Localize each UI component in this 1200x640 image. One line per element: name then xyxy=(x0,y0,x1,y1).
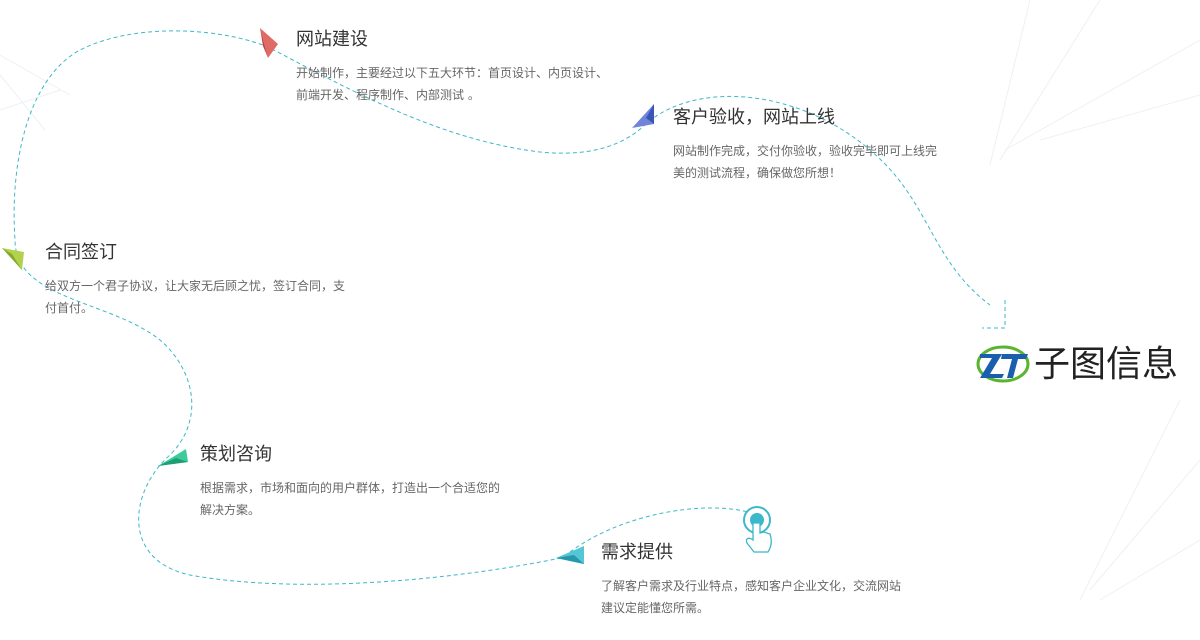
step-description: 网站制作完成，交付你验收，验收完毕即可上线完美的测试流程，确保做您所想！ xyxy=(673,144,938,180)
logo-name: 子图信息 xyxy=(1034,344,1179,385)
step-description: 了解客户需求及行业特点，感知客户企业文化，交流网站建议定能懂您所需。 xyxy=(601,579,902,615)
step-planning: 策划咨询 根据需求，市场和面向的用户群体，打造出一个合适您的解决方案。 xyxy=(200,443,510,521)
touch-hand-icon xyxy=(743,506,772,553)
logo-mark-icon xyxy=(976,345,1030,383)
step-website-build: 网站建设 开始制作，主要经过以下五大环节：首页设计、内页设计、前端开发、程序制作… xyxy=(296,28,616,106)
step-title: 网站建设 xyxy=(296,29,368,50)
company-logo: 子图信息 xyxy=(976,342,1186,390)
flow-path-hand xyxy=(569,507,749,553)
step-description: 根据需求，市场和面向的用户群体，打造出一个合适您的解决方案。 xyxy=(200,481,501,517)
step-demand: 需求提供 了解客户需求及行业特点，感知客户企业文化，交流网站建议定能懂您所需。 xyxy=(601,541,911,619)
flow-path xyxy=(13,30,991,585)
paper-plane-icon xyxy=(158,449,188,466)
step-title: 合同签订 xyxy=(45,242,117,263)
step-title: 客户验收，网站上线 xyxy=(673,107,835,128)
paper-plane-icon xyxy=(260,28,278,58)
step-description: 开始制作，主要经过以下五大环节：首页设计、内页设计、前端开发、程序制作、内部测试… xyxy=(296,66,609,102)
paper-plane-icon xyxy=(2,248,24,270)
step-title: 需求提供 xyxy=(601,542,673,563)
step-description: 给双方一个君子协议，让大家无后顾之忧，签订合同，支付首付。 xyxy=(45,279,346,315)
paper-plane-icon xyxy=(632,104,654,128)
paper-plane-icon xyxy=(556,546,584,564)
step-title: 策划咨询 xyxy=(200,444,272,465)
flow-path-end xyxy=(982,300,1006,329)
background-lines xyxy=(0,0,1200,601)
step-acceptance: 客户验收，网站上线 网站制作完成，交付你验收，验收完毕即可上线完美的测试流程，确… xyxy=(673,106,943,184)
step-contract: 合同签订 给双方一个君子协议，让大家无后顾之忧，签订合同，支付首付。 xyxy=(45,241,355,319)
